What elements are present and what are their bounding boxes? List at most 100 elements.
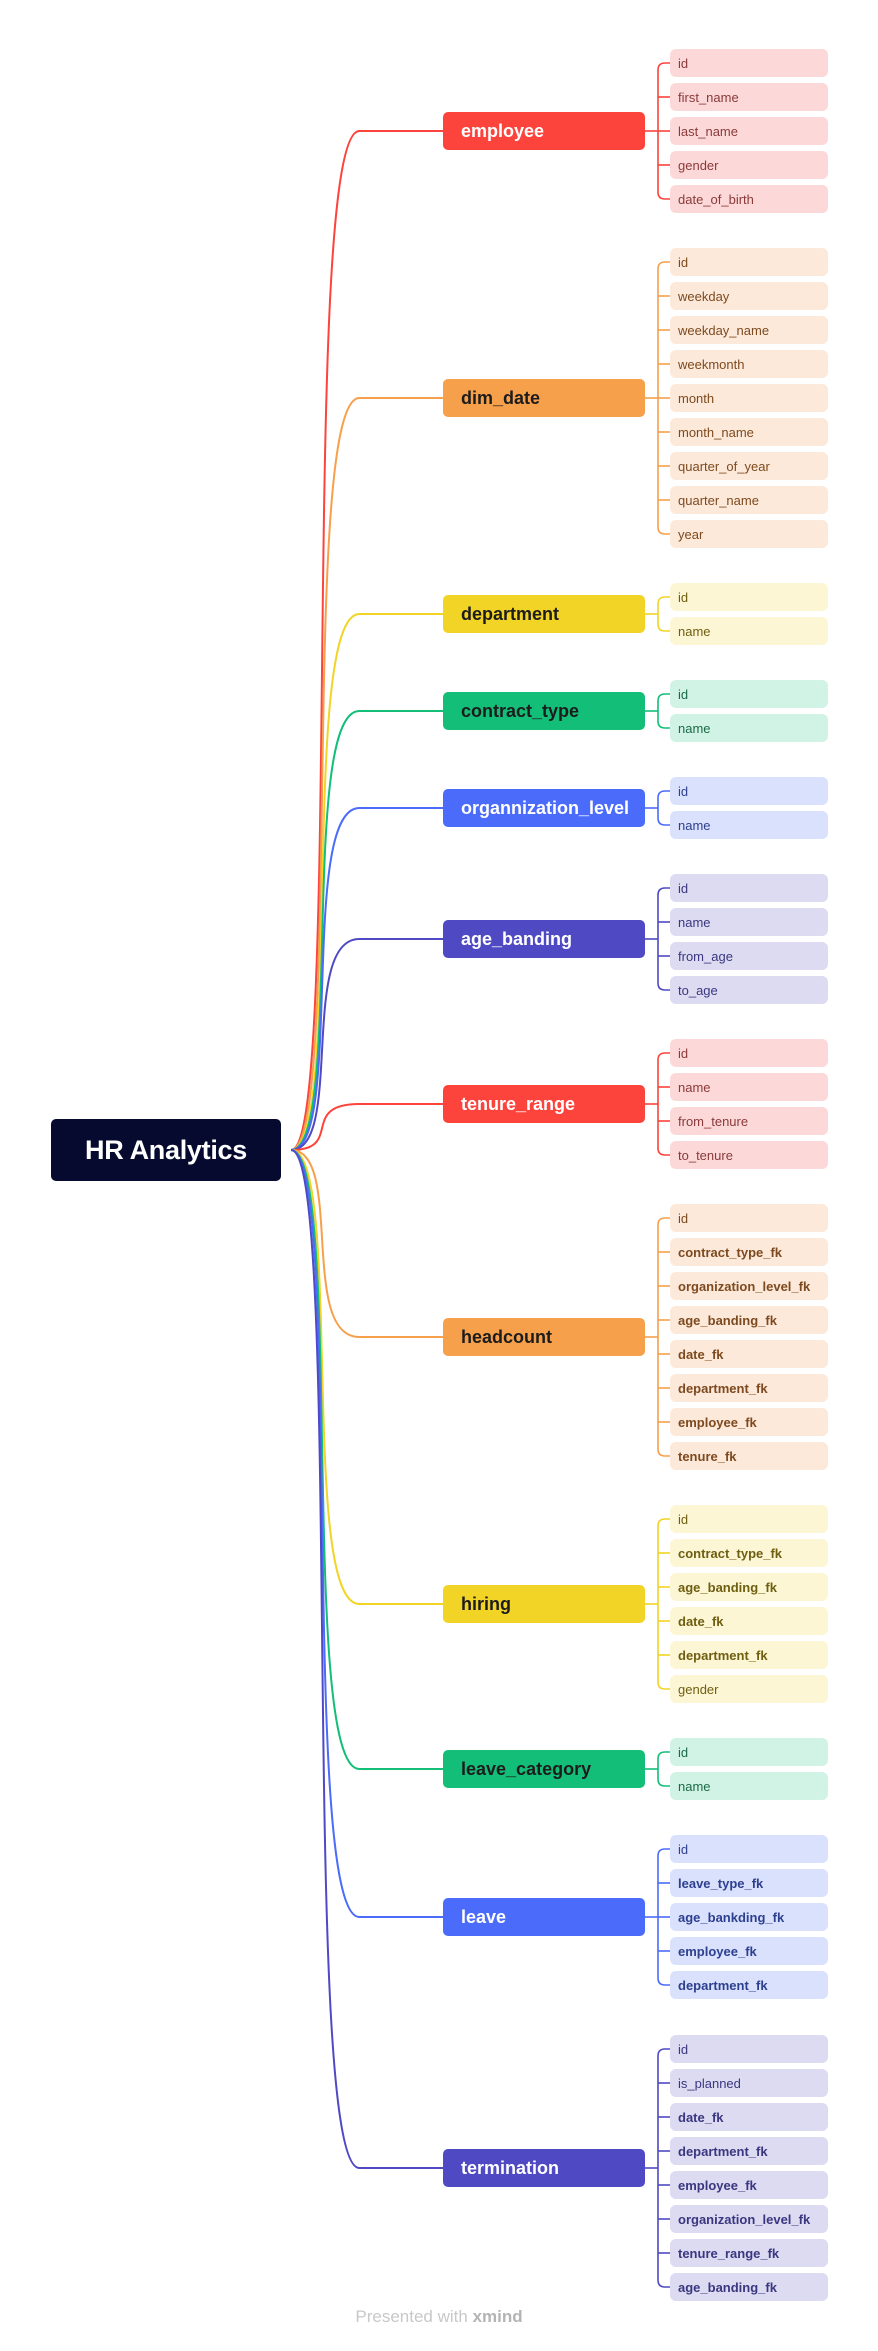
field-termination-age-banding-fk[interactable]: age_banding_fk xyxy=(670,2273,828,2301)
field-tenure-range-to-tenure[interactable]: to_tenure xyxy=(670,1141,828,1169)
connector-line xyxy=(657,693,670,729)
field-contract-type-name[interactable]: name xyxy=(670,714,828,742)
table-name-label: organnization_level xyxy=(461,797,630,818)
table-topic-employee[interactable]: employee xyxy=(443,112,645,150)
table-topic-organnization-level[interactable]: organnization_level xyxy=(443,789,645,827)
field-tenure-range-id[interactable]: id xyxy=(670,1039,828,1067)
connector-line xyxy=(290,710,443,1151)
root-label: HR Analytics xyxy=(85,1134,247,1165)
field-termination-organization-level-fk[interactable]: organization_level_fk xyxy=(670,2205,828,2233)
field-leave-leave-type-fk[interactable]: leave_type_fk xyxy=(670,1869,828,1897)
table-name-label: employee xyxy=(461,120,545,141)
table-name-label: termination xyxy=(461,2157,560,2178)
connector-line xyxy=(290,1149,443,1605)
connector-line xyxy=(657,596,670,632)
table-name-label: leave_category xyxy=(461,1758,592,1779)
field-leave-age-bankding-fk[interactable]: age_bankding_fk xyxy=(670,1903,828,1931)
field-employee-gender[interactable]: gender xyxy=(670,151,828,179)
field-dim-date-quarter-name[interactable]: quarter_name xyxy=(670,486,828,514)
xmind-brand: xmind xyxy=(472,2307,523,2326)
connector-line xyxy=(290,613,443,1151)
field-employee-last-name[interactable]: last_name xyxy=(670,117,828,145)
field-age-banding-name[interactable]: name xyxy=(670,908,828,936)
connector-line xyxy=(657,2048,670,2288)
field-department-name[interactable]: name xyxy=(670,617,828,645)
field-dim-date-month[interactable]: month xyxy=(670,384,828,412)
field-termination-employee-fk[interactable]: employee_fk xyxy=(670,2171,828,2199)
connector-line xyxy=(290,938,443,1151)
field-headcount-contract-type-fk[interactable]: contract_type_fk xyxy=(670,1238,828,1266)
field-hiring-contract-type-fk[interactable]: contract_type_fk xyxy=(670,1539,828,1567)
field-leave-department-fk[interactable]: department_fk xyxy=(670,1971,828,1999)
field-termination-tenure-range-fk[interactable]: tenure_range_fk xyxy=(670,2239,828,2267)
field-dim-date-month-name[interactable]: month_name xyxy=(670,418,828,446)
field-headcount-id[interactable]: id xyxy=(670,1204,828,1232)
table-topic-dim-date[interactable]: dim_date xyxy=(443,379,645,417)
connector-line xyxy=(290,130,443,1151)
connector-line xyxy=(657,887,670,991)
field-dim-date-weekday-name[interactable]: weekday_name xyxy=(670,316,828,344)
field-dim-date-weekmonth[interactable]: weekmonth xyxy=(670,350,828,378)
field-age-banding-from-age[interactable]: from_age xyxy=(670,942,828,970)
connector-line xyxy=(657,1518,670,1690)
field-hiring-id[interactable]: id xyxy=(670,1505,828,1533)
field-dim-date-id[interactable]: id xyxy=(670,248,828,276)
field-employee-first-name[interactable]: first_name xyxy=(670,83,828,111)
field-termination-department-fk[interactable]: department_fk xyxy=(670,2137,828,2165)
field-hiring-department-fk[interactable]: department_fk xyxy=(670,1641,828,1669)
field-contract-type-id[interactable]: id xyxy=(670,680,828,708)
field-headcount-age-banding-fk[interactable]: age_banding_fk xyxy=(670,1306,828,1334)
field-dim-date-weekday[interactable]: weekday xyxy=(670,282,828,310)
table-name-label: tenure_range xyxy=(461,1093,576,1114)
field-leave-category-name[interactable]: name xyxy=(670,1772,828,1800)
table-topic-department[interactable]: department xyxy=(443,595,645,633)
connector-line xyxy=(290,1149,443,1918)
field-hiring-gender[interactable]: gender xyxy=(670,1675,828,1703)
field-leave-category-id[interactable]: id xyxy=(670,1738,828,1766)
connector-line xyxy=(290,397,443,1151)
footer-prefix: Presented with xyxy=(355,2307,468,2326)
connector-line xyxy=(657,1052,670,1156)
table-topic-leave[interactable]: leave xyxy=(443,1898,645,1936)
field-headcount-department-fk[interactable]: department_fk xyxy=(670,1374,828,1402)
field-employee-date-of-birth[interactable]: date_of_birth xyxy=(670,185,828,213)
table-topic-contract-type[interactable]: contract_type xyxy=(443,692,645,730)
field-tenure-range-from-tenure[interactable]: from_tenure xyxy=(670,1107,828,1135)
connector-line xyxy=(657,790,670,826)
table-topic-age-banding[interactable]: age_banding xyxy=(443,920,645,958)
field-hiring-age-banding-fk[interactable]: age_banding_fk xyxy=(670,1573,828,1601)
table-name-label: age_banding xyxy=(461,928,573,949)
table-topic-tenure-range[interactable]: tenure_range xyxy=(443,1085,645,1123)
field-department-id[interactable]: id xyxy=(670,583,828,611)
table-topic-leave-category[interactable]: leave_category xyxy=(443,1750,645,1788)
field-organnization-level-name[interactable]: name xyxy=(670,811,828,839)
field-leave-employee-fk[interactable]: employee_fk xyxy=(670,1937,828,1965)
field-headcount-organization-level-fk[interactable]: organization_level_fk xyxy=(670,1272,828,1300)
field-headcount-date-fk[interactable]: date_fk xyxy=(670,1340,828,1368)
field-hiring-date-fk[interactable]: date_fk xyxy=(670,1607,828,1635)
field-age-banding-to-age[interactable]: to_age xyxy=(670,976,828,1004)
field-termination-is-planned[interactable]: is_planned xyxy=(670,2069,828,2097)
table-name-label: headcount xyxy=(461,1326,553,1347)
connector-line xyxy=(290,1103,443,1151)
field-organnization-level-id[interactable]: id xyxy=(670,777,828,805)
table-topic-termination[interactable]: termination xyxy=(443,2149,645,2187)
field-dim-date-quarter-of-year[interactable]: quarter_of_year xyxy=(670,452,828,480)
field-headcount-employee-fk[interactable]: employee_fk xyxy=(670,1408,828,1436)
field-dim-date-year[interactable]: year xyxy=(670,520,828,548)
connector-line xyxy=(657,1217,670,1457)
field-headcount-tenure-fk[interactable]: tenure_fk xyxy=(670,1442,828,1470)
table-topic-hiring[interactable]: hiring xyxy=(443,1585,645,1623)
field-termination-id[interactable]: id xyxy=(670,2035,828,2063)
field-termination-date-fk[interactable]: date_fk xyxy=(670,2103,828,2131)
table-topic-headcount[interactable]: headcount xyxy=(443,1318,645,1356)
field-employee-id[interactable]: id xyxy=(670,49,828,77)
field-leave-id[interactable]: id xyxy=(670,1835,828,1863)
field-tenure-range-name[interactable]: name xyxy=(670,1073,828,1101)
field-age-banding-id[interactable]: id xyxy=(670,874,828,902)
root-topic[interactable]: HR Analytics xyxy=(51,1119,281,1181)
connector-line xyxy=(657,1751,670,1787)
table-name-label: hiring xyxy=(461,1593,511,1614)
table-name-label: contract_type xyxy=(461,700,580,721)
